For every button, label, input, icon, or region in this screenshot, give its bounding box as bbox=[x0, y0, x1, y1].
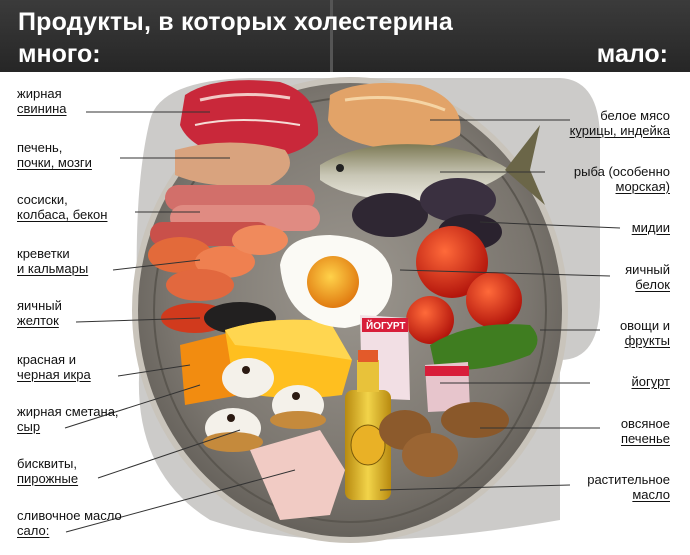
pork-meat bbox=[180, 80, 319, 160]
label-sausages: сосиски,колбаса, бекон bbox=[17, 192, 108, 222]
column-heading-few: мало: bbox=[596, 40, 668, 68]
leader-lines-left bbox=[64, 111, 296, 533]
label-sour-cream-cheese: жирная сметана,сыр bbox=[17, 404, 119, 434]
label-mussels: мидии bbox=[631, 220, 670, 235]
oil-bottle bbox=[345, 350, 391, 500]
cream-cakes bbox=[203, 358, 326, 452]
fried-egg bbox=[280, 235, 393, 328]
leader-lines-right bbox=[379, 119, 621, 491]
yogurt-label: ЙОГУРТ bbox=[366, 319, 406, 332]
page-title: Продукты, в которых холестерина bbox=[18, 8, 454, 36]
lard bbox=[250, 430, 345, 520]
liver bbox=[175, 142, 290, 187]
tomatoes bbox=[406, 226, 522, 344]
column-heading-many: много: bbox=[18, 40, 101, 68]
header-bar bbox=[0, 0, 690, 72]
oat-cookies bbox=[379, 402, 509, 477]
chicken bbox=[328, 82, 461, 149]
label-biscuits: бисквиты,пирожные bbox=[17, 456, 79, 486]
header-divider bbox=[330, 0, 333, 72]
shrimps bbox=[148, 225, 288, 301]
cucumber bbox=[430, 324, 538, 370]
label-yogurt: йогурт bbox=[631, 374, 671, 389]
label-liver: печень,почки, мозги bbox=[17, 140, 92, 170]
